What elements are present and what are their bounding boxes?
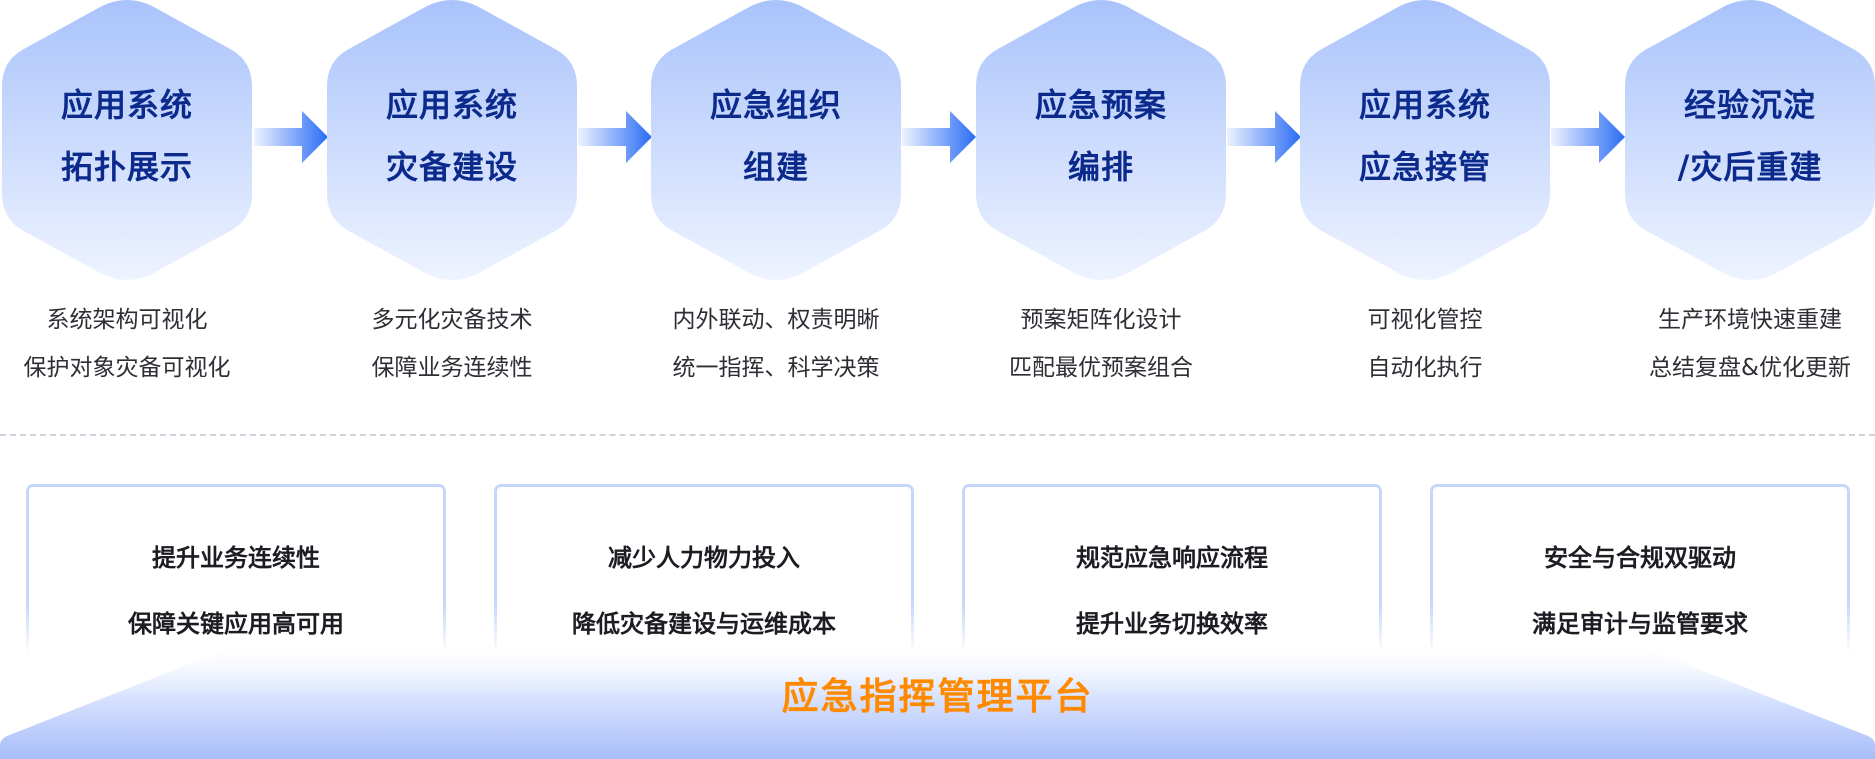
- hexagon-shape: [2, 0, 252, 280]
- step-title-line-2: 拓扑展示: [60, 148, 193, 186]
- step-description: 多元化灾备技术 保障业务连续性: [327, 296, 577, 392]
- benefit-card: 提升业务连续性 保障关键应用高可用: [26, 484, 446, 657]
- step-desc-line-2: 匹配最优预案组合: [1009, 355, 1193, 381]
- step-description: 系统架构可视化 保护对象灾备可视化: [2, 296, 252, 392]
- step-title: 应用系统 应急接管: [1300, 0, 1550, 280]
- step-title-line-2: 应急接管: [1358, 148, 1491, 186]
- right-arrow-icon: [1227, 111, 1301, 163]
- step-title: 经验沉淀 /灾后重建: [1625, 0, 1875, 280]
- step-title-line-2: 编排: [1067, 148, 1134, 186]
- hexagon-shape: [651, 0, 901, 280]
- step-emergency-takeover: 应用系统 应急接管: [1300, 0, 1550, 280]
- step-title: 应急预案 编排: [976, 0, 1226, 280]
- benefit-card: 安全与合规双驱动 满足审计与监管要求: [1430, 484, 1850, 657]
- step-title: 应用系统 拓扑展示: [2, 0, 252, 280]
- step-title-line-2: /灾后重建: [1677, 148, 1823, 186]
- right-arrow-icon: [1551, 111, 1625, 163]
- benefit-line-1: 减少人力物力投入: [608, 544, 800, 572]
- step-description: 可视化管控 自动化执行: [1300, 296, 1550, 392]
- benefit-line-2: 满足审计与监管要求: [1532, 610, 1748, 638]
- hexagon-shape: [327, 0, 577, 280]
- benefit-card-frame: [26, 484, 446, 654]
- right-arrow-icon: [578, 111, 652, 163]
- step-experience-rebuild: 经验沉淀 /灾后重建: [1625, 0, 1875, 280]
- benefit-line-1: 规范应急响应流程: [1076, 544, 1268, 572]
- hexagon-shape: [1300, 0, 1550, 280]
- benefit-line-2: 保障关键应用高可用: [128, 610, 344, 638]
- benefit-line-1: 安全与合规双驱动: [1544, 544, 1736, 572]
- step-desc-line-1: 可视化管控: [1367, 307, 1483, 333]
- step-title-line-1: 应急组织: [709, 86, 842, 124]
- step-desc-line-1: 预案矩阵化设计: [1020, 307, 1182, 333]
- step-desc-line-2: 自动化执行: [1367, 355, 1483, 381]
- hexagon-shape: [1625, 0, 1875, 280]
- step-emergency-plan: 应急预案 编排: [976, 0, 1226, 280]
- step-desc-line-2: 保护对象灾备可视化: [23, 355, 231, 381]
- step-title-line-1: 经验沉淀: [1683, 86, 1816, 124]
- step-desc-line-1: 系统架构可视化: [46, 307, 208, 333]
- step-topology-display: 应用系统 拓扑展示: [2, 0, 252, 280]
- benefit-card: 减少人力物力投入 降低灾备建设与运维成本: [494, 484, 914, 657]
- benefit-card-frame: [962, 484, 1382, 654]
- step-dr-construction: 应用系统 灾备建设: [327, 0, 577, 280]
- right-arrow-icon: [902, 111, 976, 163]
- platform-title: 应急指挥管理平台: [781, 675, 1094, 718]
- dashed-divider: [0, 434, 1875, 436]
- step-desc-line-2: 统一指挥、科学决策: [672, 355, 880, 381]
- step-title-line-1: 应用系统: [60, 86, 193, 124]
- step-description: 内外联动、权责明晰 统一指挥、科学决策: [651, 296, 901, 392]
- hexagon-shape: [976, 0, 1226, 280]
- right-arrow-icon: [254, 111, 328, 163]
- benefit-line-2: 降低灾备建设与运维成本: [572, 610, 836, 638]
- step-emergency-organization: 应急组织 组建: [651, 0, 901, 280]
- step-desc-line-1: 生产环境快速重建: [1658, 307, 1842, 333]
- step-title-line-1: 应用系统: [385, 86, 518, 124]
- step-description: 预案矩阵化设计 匹配最优预案组合: [976, 296, 1226, 392]
- step-title-line-1: 应急预案: [1034, 86, 1167, 124]
- benefit-card-frame: [1430, 484, 1850, 654]
- step-desc-line-2: 保障业务连续性: [371, 355, 533, 381]
- step-title: 应急组织 组建: [651, 0, 901, 280]
- step-title-line-2: 灾备建设: [385, 148, 518, 186]
- step-desc-line-2: 总结复盘&优化更新: [1649, 355, 1851, 381]
- step-title: 应用系统 灾备建设: [327, 0, 577, 280]
- benefit-line-2: 提升业务切换效率: [1076, 610, 1268, 638]
- step-desc-line-1: 多元化灾备技术: [371, 307, 533, 333]
- benefit-card: 规范应急响应流程 提升业务切换效率: [962, 484, 1382, 657]
- step-title-line-2: 组建: [742, 148, 809, 186]
- benefit-line-1: 提升业务连续性: [152, 544, 320, 572]
- benefit-card-frame: [494, 484, 914, 654]
- step-description: 生产环境快速重建 总结复盘&优化更新: [1625, 296, 1875, 392]
- step-desc-line-1: 内外联动、权责明晰: [672, 307, 880, 333]
- platform-base: [0, 640, 1875, 759]
- step-title-line-1: 应用系统: [1358, 86, 1491, 124]
